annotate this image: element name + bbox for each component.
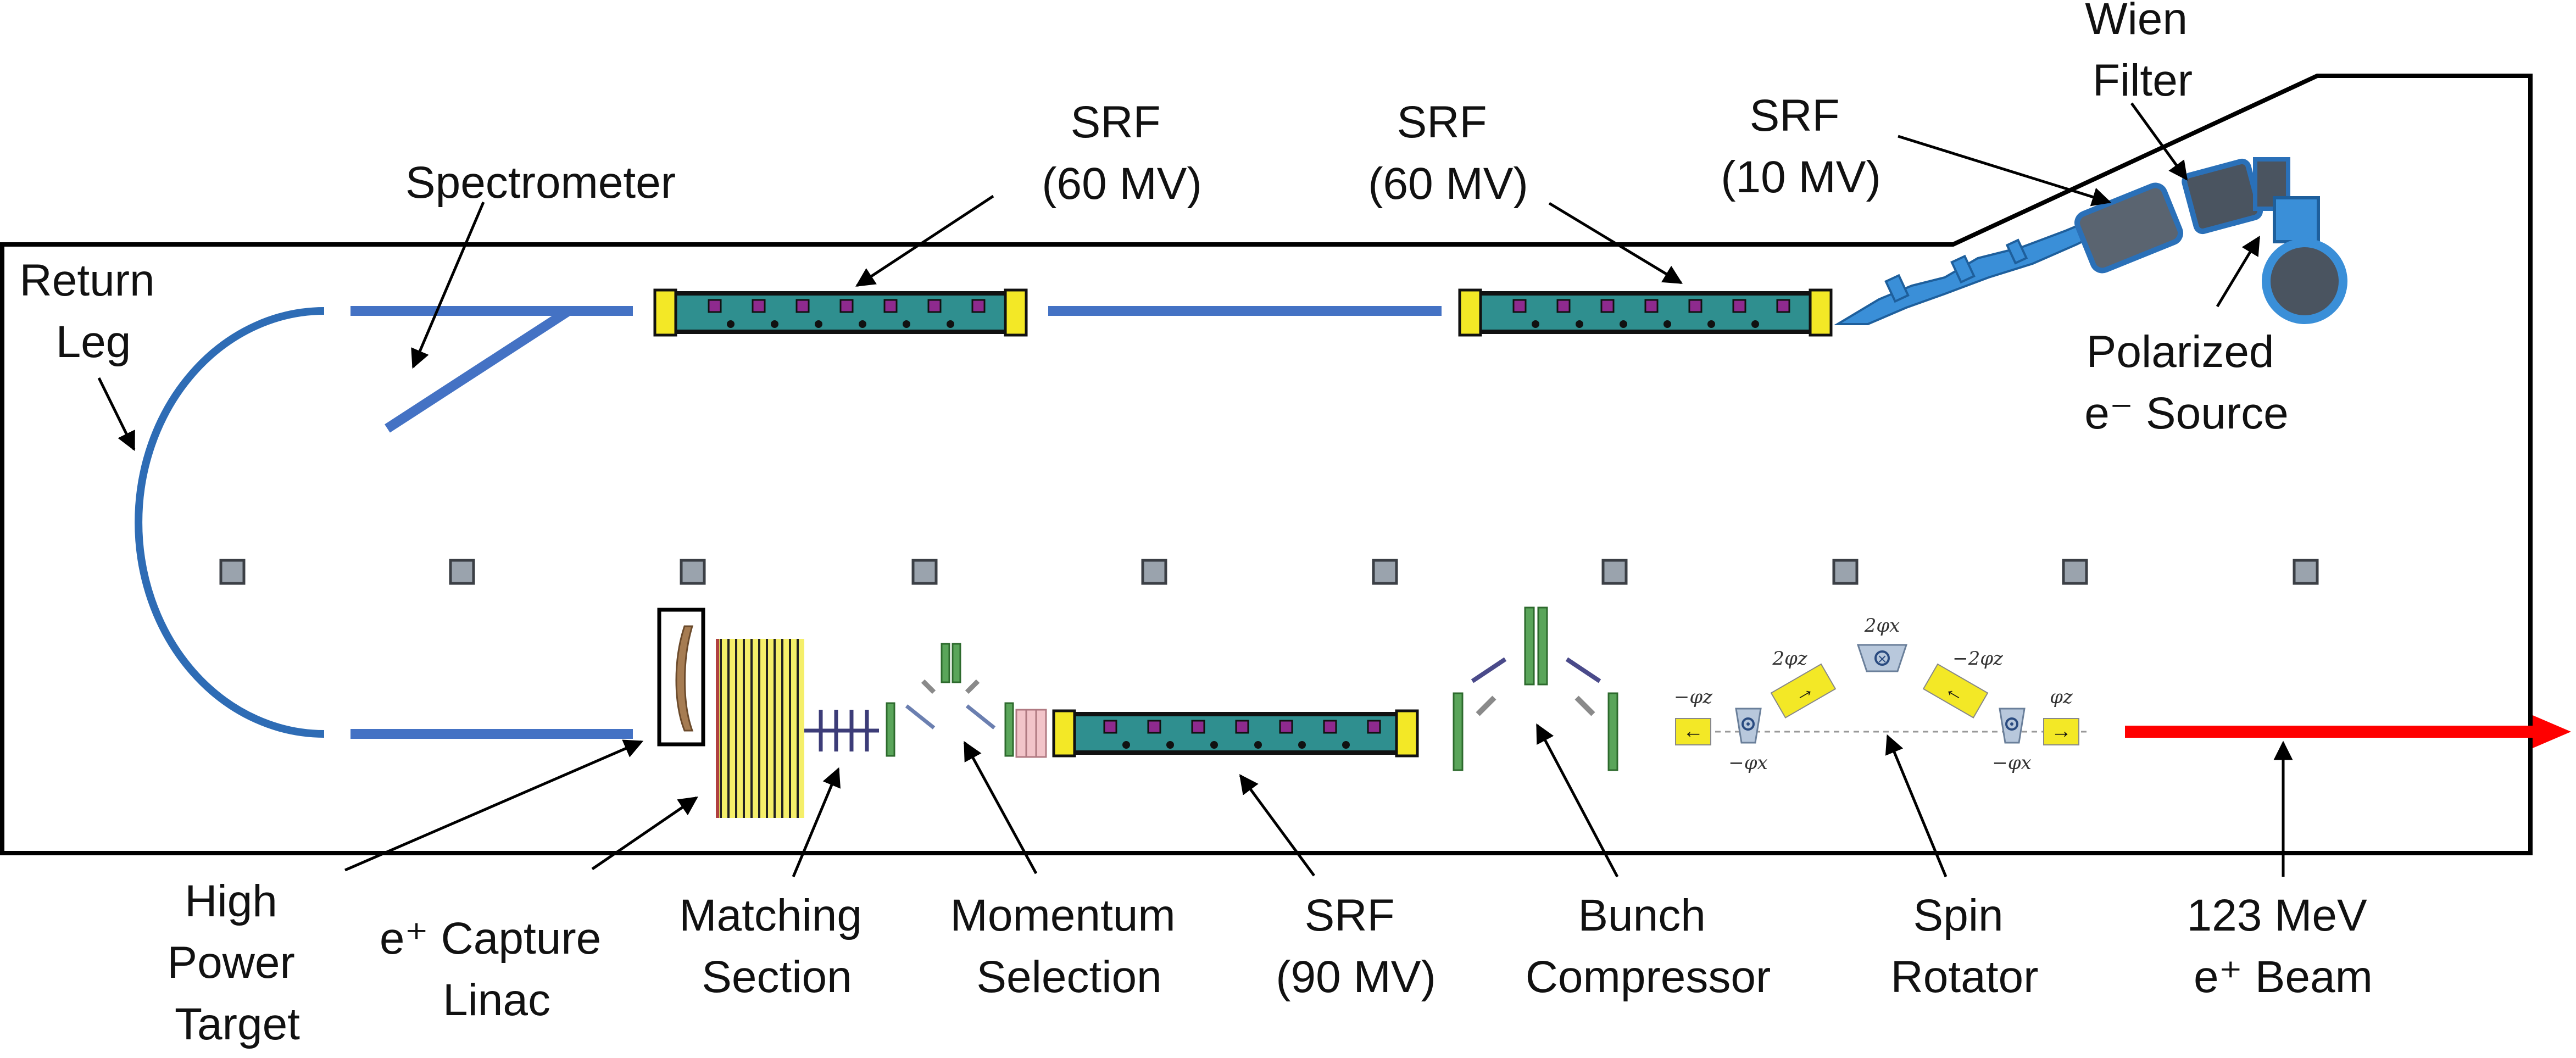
wien-filter (2182, 157, 2290, 235)
alignment-marker (2293, 559, 2319, 585)
alignment-marker (1832, 559, 1859, 585)
srf-cryomodule-60mv-b (1458, 288, 1833, 337)
spin-symbol: 2φx (1864, 615, 1900, 637)
callout-arrows (97, 102, 2293, 878)
spin-symbol: −φz (1674, 686, 1713, 708)
label-positron-beam: 123 MeV e⁺ Beam (2187, 890, 2380, 1002)
component-labels: Wien Filter SRF (60 MV) SRF (60 MV) SRF … (20, 0, 2380, 1049)
alignment-marker (911, 559, 938, 585)
matching-section (804, 710, 879, 751)
polarized-electron-gun (2262, 196, 2347, 324)
spin-symbol: φz (2050, 686, 2073, 708)
bunch-compressor-chicane (1453, 606, 1618, 771)
label-bunch-compressor: Bunch Compressor (1526, 890, 1771, 1002)
label-wien-filter: Wien Filter (2085, 0, 2200, 105)
alignment-marker (449, 559, 475, 585)
solenoid-left (1675, 718, 1711, 745)
polarized-injector-assembly (1833, 204, 2129, 325)
svg-text:→: → (2051, 720, 2072, 743)
srf-cryomodule-10mv (2074, 182, 2183, 274)
svg-text:×: × (1878, 650, 1887, 667)
spectrometer-branch (385, 307, 571, 433)
spin-symbol: 2φz (1772, 648, 1807, 670)
spin-symbol: −2φz (1952, 648, 2004, 670)
return-leg-arc (135, 307, 325, 738)
spin-symbol: −φx (1992, 752, 2031, 774)
high-power-target (657, 608, 705, 747)
label-high-power-target: High Power Target (167, 876, 307, 1049)
alignment-marker (1372, 559, 1398, 585)
alignment-marker (1601, 559, 1628, 585)
label-momentum-selection: Momentum Selection (950, 890, 1188, 1002)
alignment-markers (219, 559, 2319, 585)
tunnel-enclosure-outline (0, 74, 2533, 855)
label-srf-60mv-a: SRF (60 MV) (1042, 97, 1202, 209)
label-spectrometer: Spectrometer (405, 158, 676, 208)
alignment-marker (219, 559, 246, 585)
label-capture-linac: e⁺ Capture Linac (380, 914, 614, 1025)
solenoid-diag-left (1770, 663, 1837, 719)
solenoid-right (2043, 718, 2079, 745)
solenoid-diag-right (1922, 663, 1989, 719)
positron-beam-arrow (2125, 715, 2571, 748)
momentum-selection-chicane (886, 643, 1047, 758)
label-polarized-source: Polarized e⁻ Source (2084, 327, 2288, 438)
srf-cryomodule-90mv (1052, 709, 1419, 758)
spin-symbol: −φx (1728, 752, 1767, 774)
label-srf-10mv: SRF (10 MV) (1721, 91, 1881, 202)
alignment-marker (680, 559, 706, 585)
capture-linac (716, 639, 804, 818)
dipole-center (1856, 644, 1908, 672)
dipole-left (1735, 708, 1762, 744)
label-matching-section: Matching Section (679, 890, 875, 1002)
srf-cryomodule-60mv-a (653, 288, 1028, 337)
label-return-leg: Return Leg (20, 255, 168, 367)
alignment-marker (1141, 559, 1167, 585)
alignment-marker (2062, 559, 2088, 585)
label-srf-60mv-b: SRF (60 MV) (1368, 97, 1528, 209)
dipole-right (1999, 708, 2026, 744)
label-spin-rotator: Spin Rotator (1891, 890, 2039, 1002)
spin-rotator: ← → × ← → −φz 2φz 2φx −2φz φz −φx −φx (1674, 615, 2088, 774)
label-srf-90mv: SRF (90 MV) (1276, 890, 1436, 1002)
svg-text:←: ← (1683, 720, 1704, 743)
